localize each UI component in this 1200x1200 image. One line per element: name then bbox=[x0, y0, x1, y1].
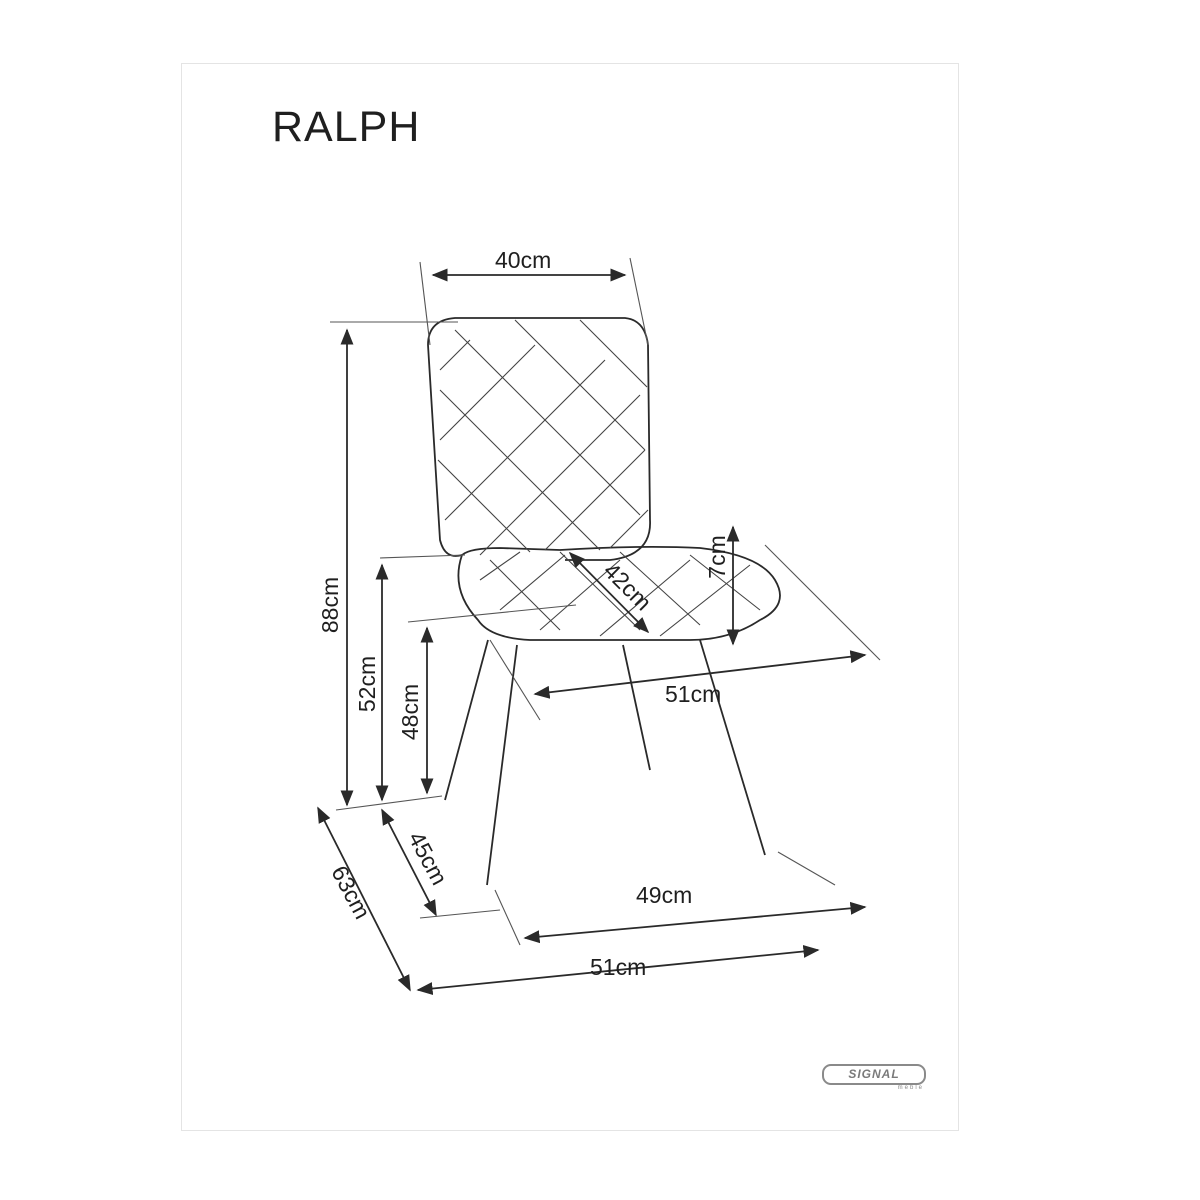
diagram-frame bbox=[181, 63, 959, 1131]
front-left-leg bbox=[444, 639, 489, 801]
label-seat-thickness: 7cm bbox=[704, 535, 730, 578]
label-seat-depth: 42cm bbox=[599, 557, 657, 615]
dimension-lines bbox=[317, 268, 867, 995]
label-armrest-height: 52cm bbox=[354, 656, 380, 712]
dim-line-overall-depth bbox=[317, 806, 411, 992]
label-backrest-width: 40cm bbox=[495, 247, 551, 273]
chair-seat bbox=[457, 545, 781, 641]
backrest-quilting bbox=[437, 319, 649, 556]
label-floor-side-depth: 45cm bbox=[403, 827, 452, 889]
dim-line-seat-depth bbox=[568, 551, 650, 634]
label-total-height: 88cm bbox=[317, 577, 343, 633]
front-right-leg bbox=[699, 639, 766, 856]
logo-badge: SIGNAL bbox=[822, 1064, 926, 1085]
label-seat-height: 48cm bbox=[397, 684, 423, 740]
dim-line-overall-width bbox=[416, 945, 820, 995]
logo-subtitle: meble bbox=[897, 1085, 924, 1091]
chair-outline bbox=[427, 317, 781, 886]
rear-right-leg bbox=[622, 644, 651, 771]
dim-line-seat-width bbox=[533, 650, 867, 699]
chair-backrest bbox=[427, 317, 651, 561]
label-seat-width: 51cm bbox=[665, 681, 721, 707]
label-leg-span-width: 49cm bbox=[636, 882, 692, 908]
signal-brand-logo: SIGNAL meble bbox=[822, 1064, 926, 1091]
dimension-labels: 40cm 88cm 52cm 48cm 42cm 7cm 51cm 45cm 6… bbox=[317, 247, 730, 980]
product-title: RALPH bbox=[272, 103, 421, 151]
label-overall-depth: 63cm bbox=[326, 861, 375, 923]
rear-left-leg bbox=[486, 644, 518, 886]
dim-line-leg-span-width bbox=[523, 901, 867, 944]
label-overall-width: 51cm bbox=[590, 954, 646, 980]
